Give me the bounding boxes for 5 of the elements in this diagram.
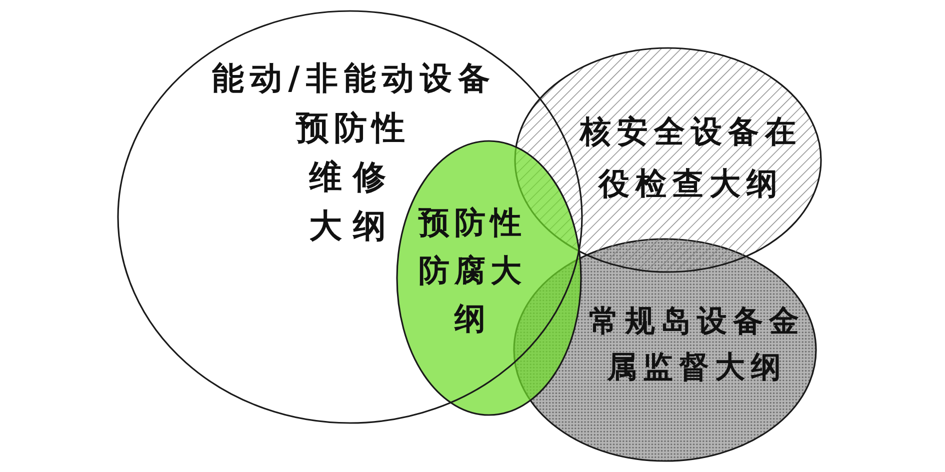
set-label: 预防性维修大纲: [295, 107, 411, 247]
set-label: 常规岛设备金属监督大纲: [588, 303, 805, 387]
set-label: 能动/非能动设备: [211, 58, 496, 99]
set-label: 预防性防腐大纲: [417, 204, 526, 339]
set-label: 核安全设备在役检查大纲: [578, 113, 802, 204]
